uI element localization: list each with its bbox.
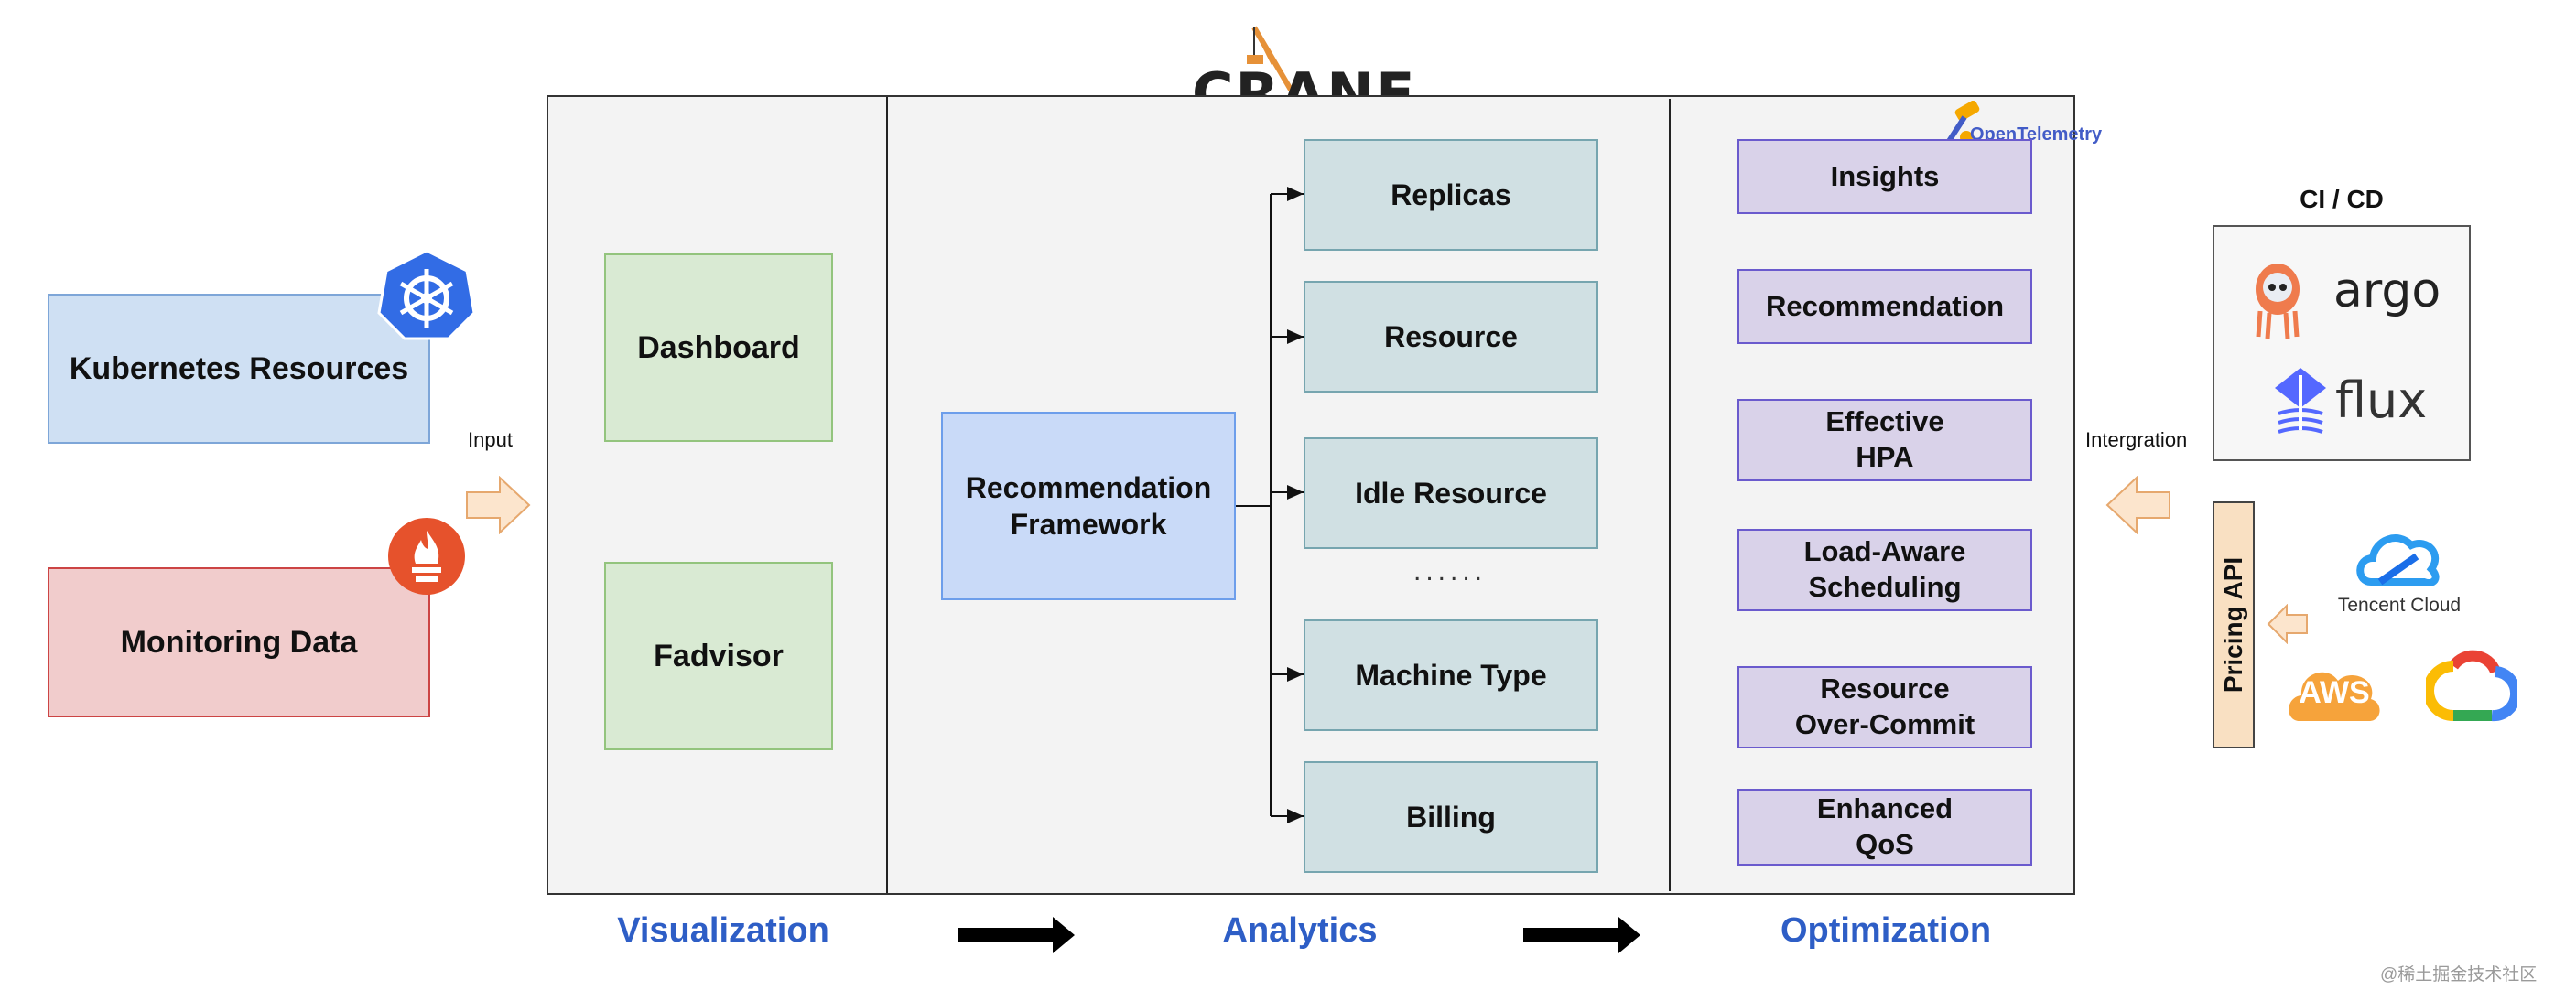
monitoring-data-box: Monitoring Data	[48, 567, 430, 717]
tencent-cloud-label: Tencent Cloud	[2337, 595, 2462, 616]
pricing-arrow-icon	[2267, 603, 2309, 645]
dashboard-box: Dashboard	[604, 253, 833, 442]
analytics-optimization-divider	[1669, 99, 1671, 891]
input-arrow-icon	[465, 475, 531, 535]
framework-connectors	[1236, 187, 1304, 823]
visualization-stage-label: Visualization	[617, 911, 829, 950]
load-aware-scheduling-box: Load-Aware Scheduling	[1737, 529, 2032, 611]
resource-over-commit-box: Resource Over-Commit	[1737, 666, 2032, 748]
cicd-title: CI / CD	[2300, 185, 2384, 213]
idle-resource-box: Idle Resource	[1304, 437, 1598, 549]
effective-hpa-box: Effective HPA	[1737, 399, 2032, 481]
replicas-box: Replicas	[1304, 139, 1598, 251]
visualization-to-analytics-arrow	[958, 917, 1075, 953]
aws-icon: AWS	[2283, 648, 2386, 726]
machine-type-box: Machine Type	[1304, 619, 1598, 731]
flux-icon	[2275, 368, 2326, 434]
analytics-stage-label: Analytics	[1222, 911, 1378, 950]
billing-box: Billing	[1304, 761, 1598, 873]
optimization-stage-label: Optimization	[1780, 911, 1992, 950]
aws-label: AWS	[2299, 675, 2370, 710]
insights-box: Insights	[1737, 139, 2032, 214]
recommendation-box: Recommendation	[1737, 269, 2032, 344]
more-targets-ellipsis: ......	[1413, 556, 1488, 586]
flux-label: flux	[2335, 371, 2428, 429]
argo-icon	[2256, 264, 2300, 339]
recommendation-framework-box: Recommendation Framework	[941, 412, 1236, 600]
tencent-cloud-icon	[2353, 525, 2446, 591]
google-cloud-icon	[2423, 648, 2522, 723]
fadvisor-box: Fadvisor	[604, 562, 833, 750]
pricing-api-label: Pricing API	[2219, 556, 2247, 694]
integration-arrow-icon	[2105, 475, 2171, 535]
resource-box: Resource	[1304, 281, 1598, 393]
pricing-api-box: Pricing API	[2213, 501, 2255, 748]
watermark: @稀土掘金技术社区	[2380, 965, 2538, 985]
integration-label: Intergration	[2085, 428, 2188, 451]
prometheus-icon	[386, 516, 467, 597]
visualization-analytics-divider	[886, 97, 888, 893]
cicd-box: argo flux	[2213, 225, 2471, 461]
argo-label: argo	[2333, 264, 2441, 318]
analytics-to-optimization-arrow	[1523, 917, 1640, 953]
kubernetes-icon	[377, 247, 476, 342]
kubernetes-resources-box: Kubernetes Resources	[48, 294, 430, 444]
input-label: Input	[468, 428, 513, 451]
enhanced-qos-box: Enhanced QoS	[1737, 789, 2032, 866]
